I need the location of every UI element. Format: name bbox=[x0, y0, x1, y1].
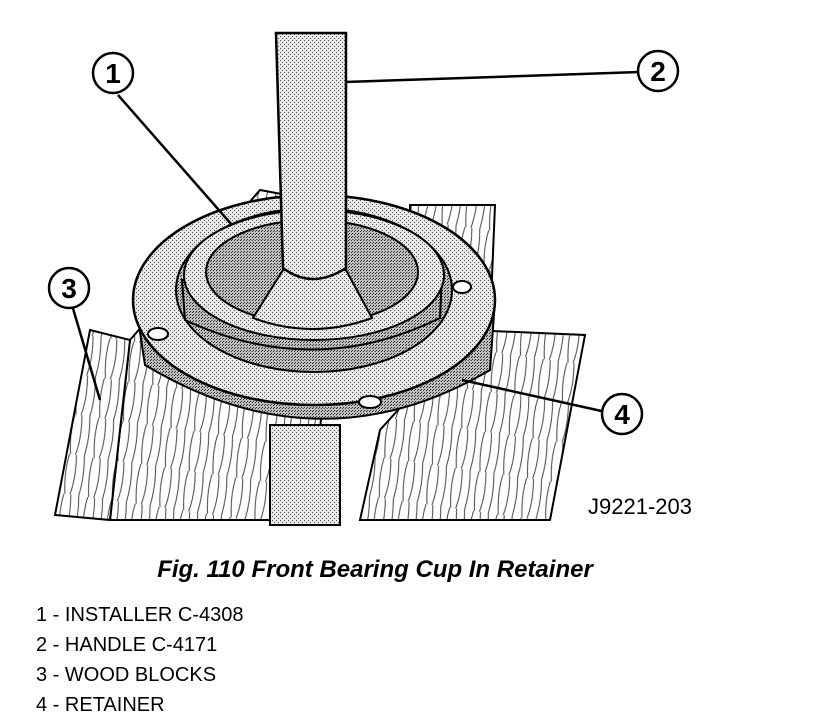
legend-item: 2 - HANDLE C-4171 bbox=[36, 634, 218, 656]
figure-caption: Fig. 110 Front Bearing Cup In Retainer bbox=[157, 556, 593, 583]
callout-2: 2 bbox=[636, 49, 680, 93]
legend-item: 4 - RETAINER bbox=[36, 694, 165, 716]
legend-text: RETAINER bbox=[64, 694, 165, 716]
svg-text:1: 1 bbox=[105, 58, 121, 89]
legend-text: INSTALLER C-4308 bbox=[64, 604, 244, 626]
legend-number: 4 bbox=[36, 694, 48, 716]
legend-text: WOOD BLOCKS bbox=[64, 664, 217, 686]
handle bbox=[274, 31, 348, 281]
figure-code: J9221-203 bbox=[588, 494, 692, 519]
svg-text:2: 2 bbox=[650, 56, 666, 87]
legend-number: 1 bbox=[36, 604, 48, 626]
callout-3: 3 bbox=[47, 266, 91, 310]
legend-number: 2 bbox=[36, 634, 48, 656]
bearing-cup-illustration: 1 2 3 4 bbox=[47, 31, 680, 526]
legend-text: HANDLE C-4171 bbox=[64, 634, 218, 656]
callout-1: 1 bbox=[91, 51, 135, 95]
leader-lines bbox=[70, 70, 641, 414]
legend-item: 3 - WOOD BLOCKS bbox=[36, 664, 217, 686]
legend-number: 3 bbox=[36, 664, 48, 686]
svg-text:4: 4 bbox=[614, 399, 630, 430]
legend-item: 1 - INSTALLER C-4308 bbox=[36, 604, 244, 626]
svg-text:3: 3 bbox=[61, 273, 77, 304]
callout-4: 4 bbox=[600, 392, 644, 436]
legend-list: 1 - INSTALLER C-4308 2 - HANDLE C-4171 3… bbox=[36, 600, 244, 720]
handle-lower-shaft bbox=[269, 424, 341, 526]
